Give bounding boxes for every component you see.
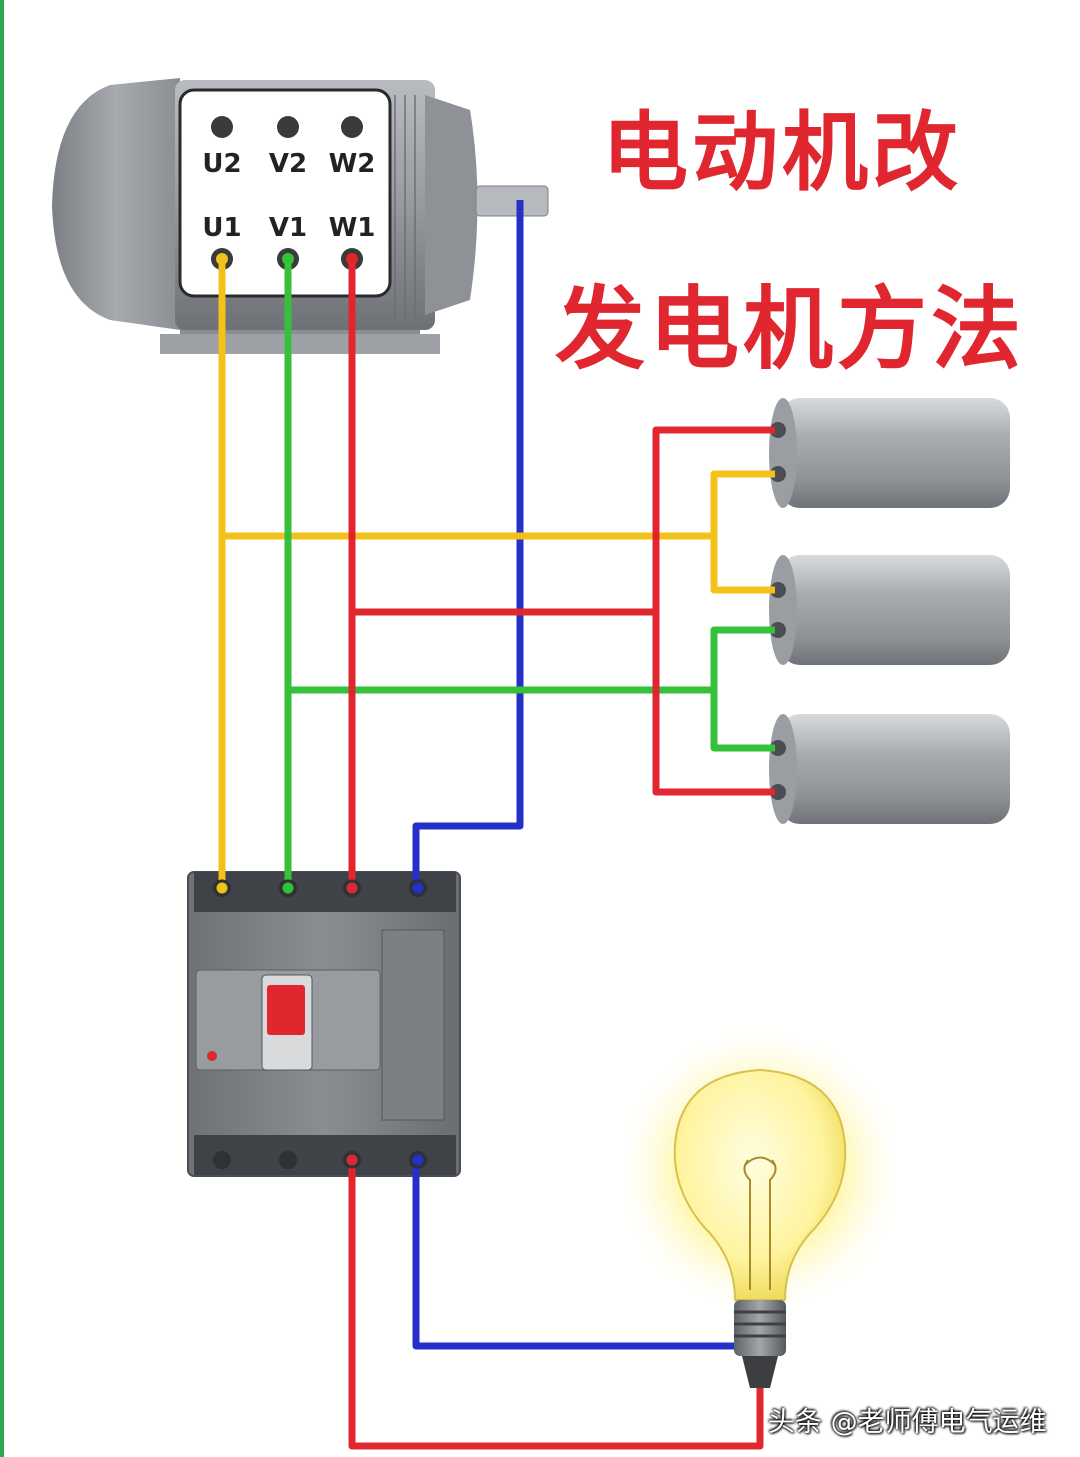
wire-output-blue [412,1160,734,1350]
wire-phase-w-cap [652,426,775,796]
terminal-label-v1: V1 [269,213,307,243]
terminal-label-v2: V2 [269,149,307,179]
title-line-2: 发电机方法 [555,276,1025,382]
left-edge-line [0,0,4,1457]
motor-icon: U2 V2 W2 U1 V1 W1 [52,78,549,354]
circuit-breaker-icon [187,871,461,1177]
watermark: 头条 @老师傅电气运维 [768,1407,1047,1438]
capacitor-icon [769,555,1010,665]
title-line-1: 电动机改 [602,102,962,203]
terminal-label-u2: U2 [202,149,241,179]
wire-phase-u-cap [710,470,775,594]
terminal-label-w1: W1 [329,213,376,243]
wire-neutral [412,200,524,885]
terminal-label-u1: U1 [202,213,241,243]
terminal-label-w2: W2 [329,149,376,179]
capacitor-icon [769,714,1010,824]
terminal-contacts [213,253,427,1169]
wire-output-red [348,1160,764,1450]
wires [218,200,775,1450]
capacitor-icon [769,398,1010,508]
wire-phase-v-cap [710,626,775,752]
light-bulb-icon [610,1020,910,1388]
